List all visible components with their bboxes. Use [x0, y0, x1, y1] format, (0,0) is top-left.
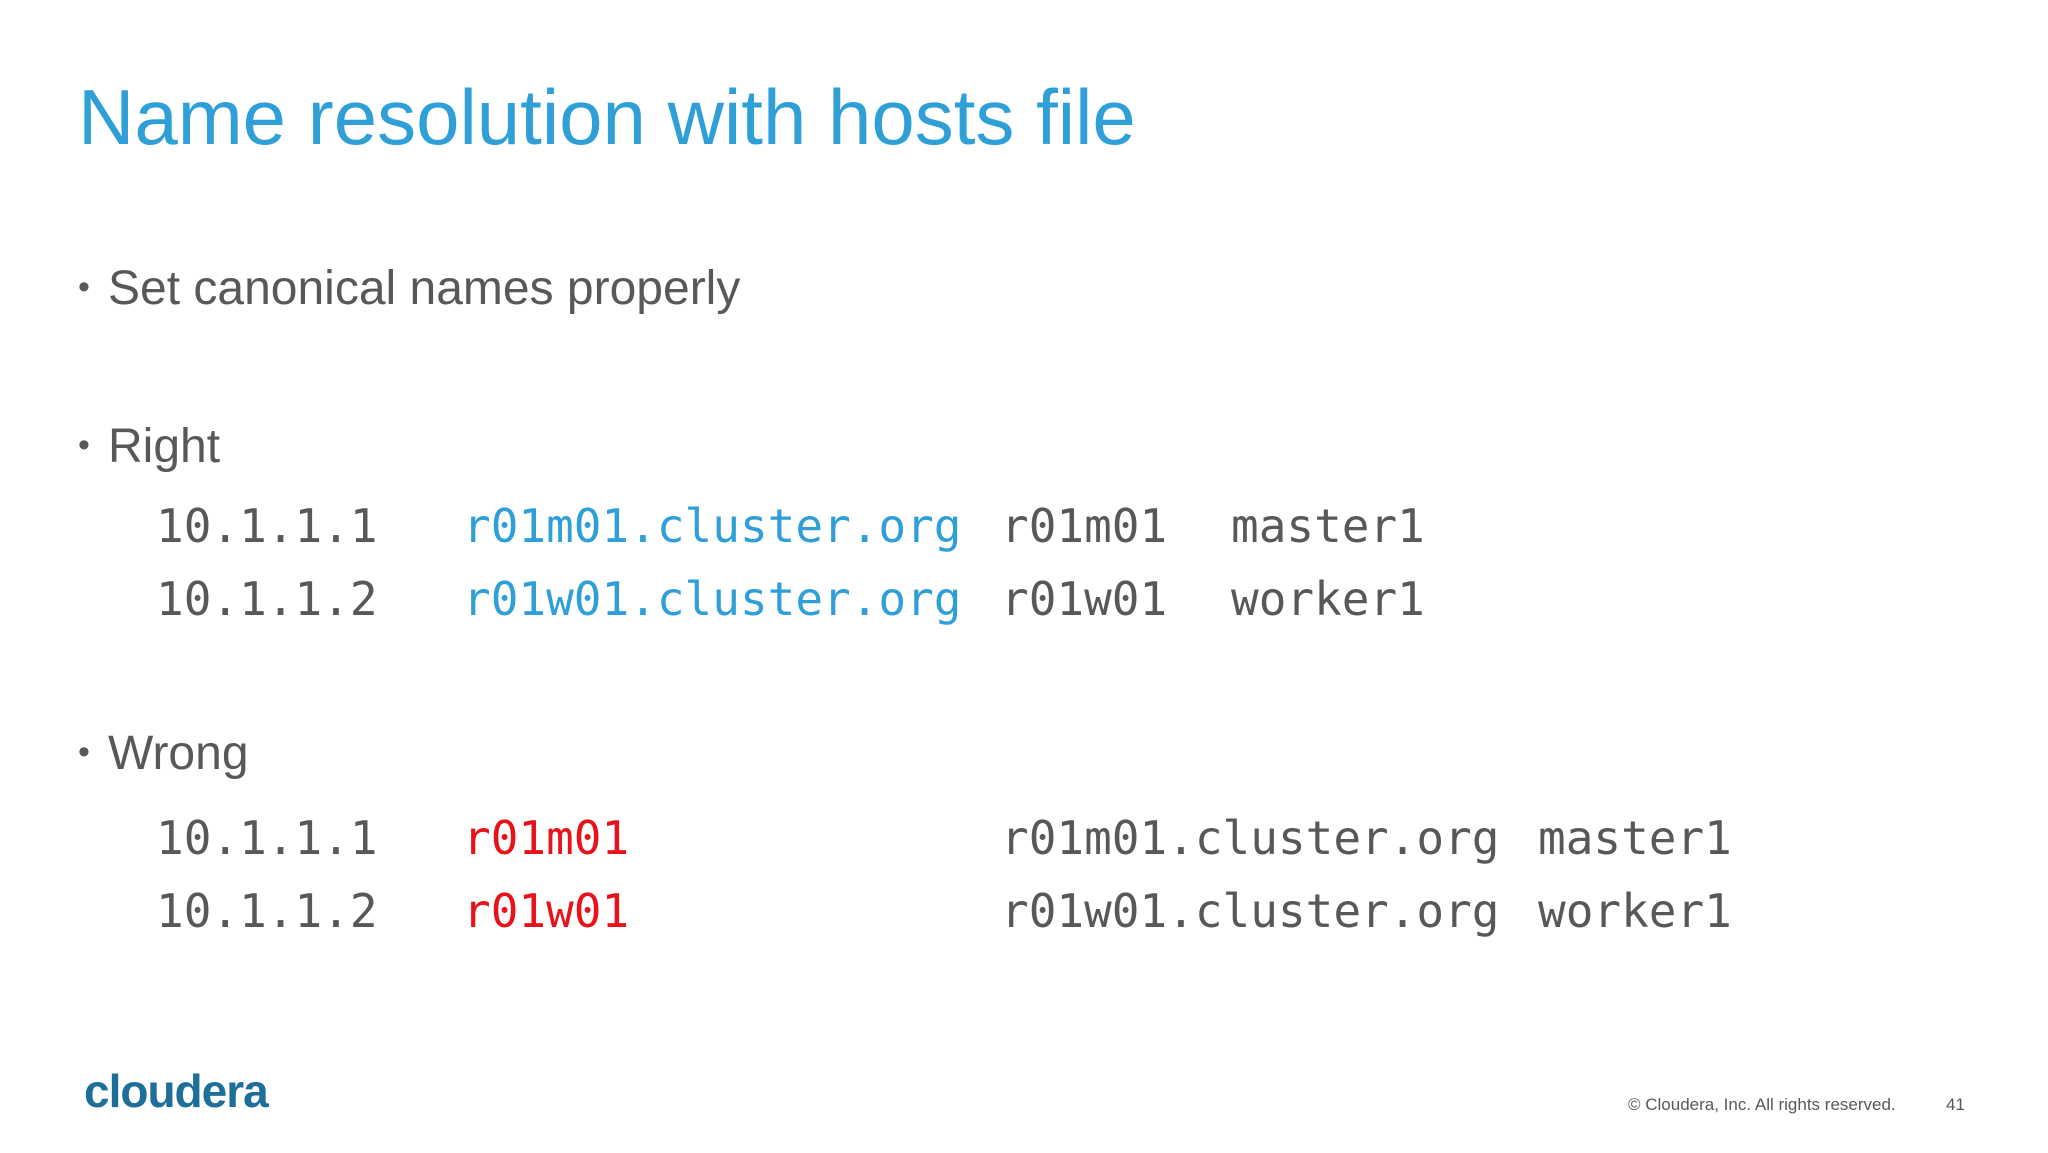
fqdn-alias: r01w01.cluster.org	[1001, 884, 1500, 938]
ip-address: 10.1.1.1	[156, 811, 378, 865]
short-hostname: r01m01	[1001, 499, 1168, 553]
bullet-marker: •	[78, 733, 90, 771]
bullet-text: Right	[108, 420, 221, 473]
host-alias: master1	[1231, 499, 1425, 553]
copyright-notice: © Cloudera, Inc. All rights reserved.	[1628, 1095, 1896, 1114]
wrong-canonical-name: r01w01	[463, 884, 630, 938]
canonical-fqdn: r01m01.cluster.org	[463, 499, 962, 553]
bullet-text: Set canonical names properly	[108, 262, 741, 315]
bullet-wrong: • Wrong	[78, 730, 249, 778]
fqdn-alias: r01m01.cluster.org	[1001, 811, 1500, 865]
ip-address: 10.1.1.1	[156, 499, 378, 553]
host-alias: master1	[1538, 811, 1732, 865]
host-alias: worker1	[1538, 884, 1732, 938]
host-alias: worker1	[1231, 572, 1425, 626]
bullet-marker: •	[78, 426, 90, 464]
short-hostname: r01w01	[1001, 572, 1168, 626]
ip-address: 10.1.1.2	[156, 884, 378, 938]
bullet-text: Wrong	[108, 727, 249, 780]
page-number: 41	[1946, 1095, 1965, 1114]
bullet-right: • Right	[78, 423, 220, 471]
wrong-canonical-name: r01m01	[463, 811, 630, 865]
cloudera-logo: cloudera	[84, 1065, 269, 1117]
canonical-fqdn: r01w01.cluster.org	[463, 572, 962, 626]
ip-address: 10.1.1.2	[156, 572, 378, 626]
bullet-set-canonical-names: • Set canonical names properly	[78, 265, 740, 313]
bullet-marker: •	[78, 268, 90, 306]
slide-title: Name resolution with hosts file	[78, 73, 1136, 161]
